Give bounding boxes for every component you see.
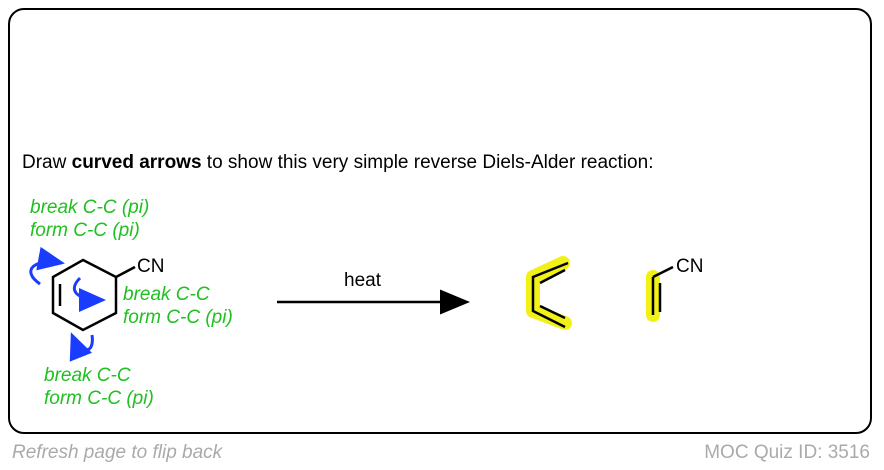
refresh-link[interactable]: Refresh page to flip back xyxy=(12,442,223,463)
question-text: Draw curved arrows to show this very sim… xyxy=(22,152,654,173)
reactant-cn: CN xyxy=(137,256,164,277)
product-cn: CN xyxy=(676,256,703,277)
acrylonitrile-product xyxy=(646,265,674,322)
cyclohexene-ring xyxy=(51,258,136,332)
curved-arrow-icon xyxy=(69,332,94,362)
curved-arrows xyxy=(29,246,106,362)
label-top: break C-C (pi)form C-C (pi) xyxy=(30,197,150,241)
curved-arrow-icon xyxy=(29,246,65,286)
quiz-card[interactable] xyxy=(8,8,872,434)
cn-bond xyxy=(115,265,136,279)
curved-arrow-icon xyxy=(73,276,106,312)
diene-product xyxy=(526,256,572,330)
quiz-id: MOC Quiz ID: 3516 xyxy=(704,442,870,463)
heat-label: heat xyxy=(344,270,382,291)
